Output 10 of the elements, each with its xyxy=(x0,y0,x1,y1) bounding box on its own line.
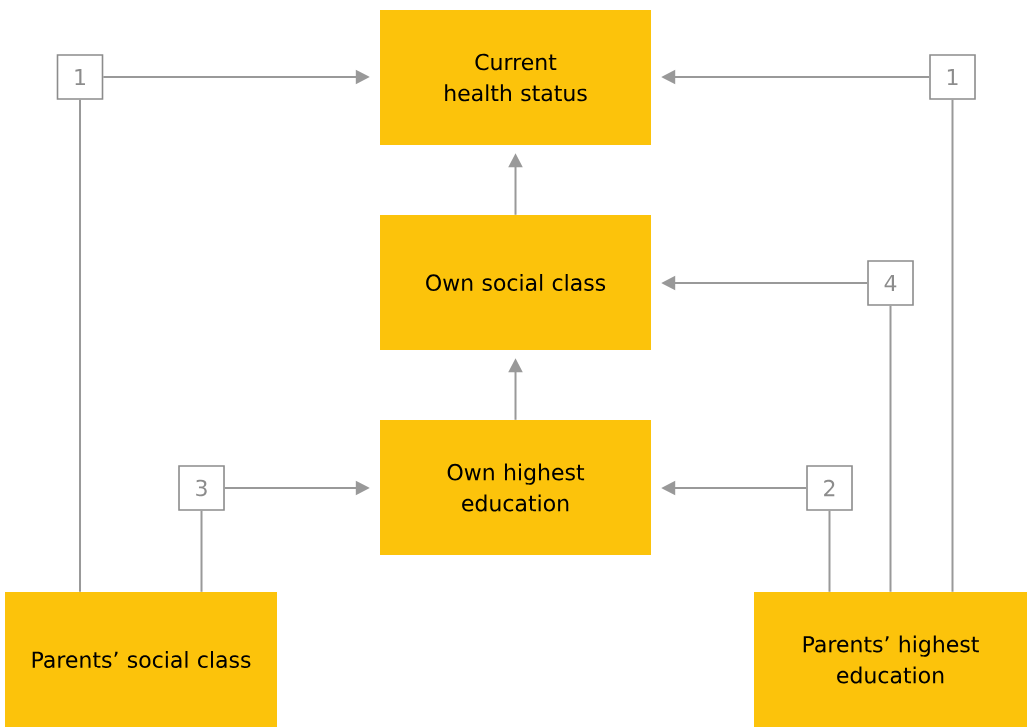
number-box: 3 xyxy=(178,465,225,511)
number-box: 1 xyxy=(56,54,104,100)
process-box: Parents’ social class xyxy=(5,592,277,727)
process-box: Own social class xyxy=(380,215,651,350)
process-box: Own highest education xyxy=(380,420,651,555)
number-box: 4 xyxy=(867,260,914,306)
number-box: 1 xyxy=(929,54,976,100)
process-box: Parents’ highest education xyxy=(754,592,1027,727)
process-box: Current health status xyxy=(380,10,651,145)
number-box: 2 xyxy=(806,465,853,511)
